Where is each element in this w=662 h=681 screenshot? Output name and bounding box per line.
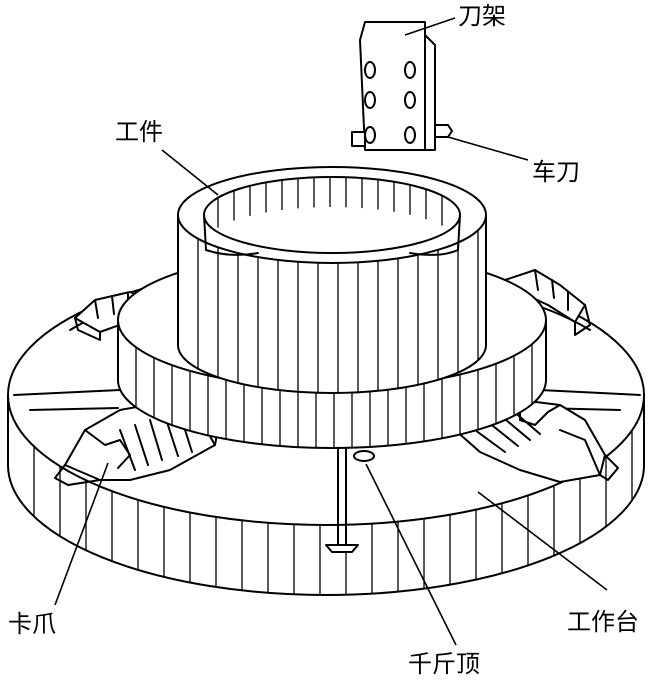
label-turning-tool: 车刀 [532, 158, 580, 186]
label-tool-holder: 刀架 [458, 2, 506, 30]
leader-jack [365, 463, 457, 646]
cylinder-side-hatching [197, 230, 479, 393]
bore-inner-hatching [217, 177, 443, 228]
leader-turning-tool [447, 136, 529, 161]
turning-tool [434, 124, 453, 138]
leader-worktable [477, 491, 608, 591]
jack [325, 447, 375, 553]
flange-side-hatching [135, 344, 533, 448]
leader-workpiece [161, 149, 219, 196]
leader-jaw [54, 462, 109, 606]
label-worktable: 工作台 [567, 608, 639, 636]
label-jaw: 卡爪 [8, 610, 56, 638]
workpiece [117, 166, 547, 449]
label-workpiece: 工件 [115, 118, 163, 146]
leader-tool-holder [404, 17, 456, 36]
worktable-side-hatching [33, 430, 633, 595]
tool-holder [351, 21, 453, 151]
label-jack: 千斤顶 [408, 650, 480, 678]
